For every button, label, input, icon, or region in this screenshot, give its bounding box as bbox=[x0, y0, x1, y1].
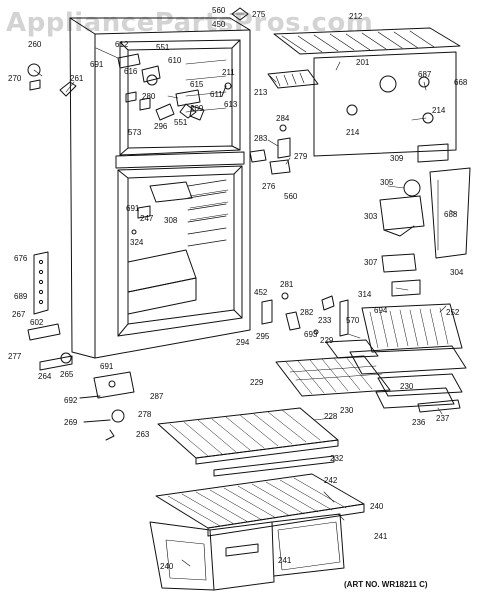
part-label-305: 305 bbox=[380, 178, 394, 187]
part-label-296: 296 bbox=[154, 122, 168, 131]
part-label-240: 240 bbox=[370, 502, 384, 511]
part-label-283: 283 bbox=[254, 134, 268, 143]
part-label-229-b: 229 bbox=[250, 378, 264, 387]
part-label-294: 294 bbox=[236, 338, 250, 347]
part-label-691: 691 bbox=[90, 60, 104, 69]
part-label-692: 692 bbox=[64, 396, 78, 405]
crisper-pans bbox=[149, 513, 345, 591]
part-label-612: 612 bbox=[115, 40, 129, 49]
part-label-214: 214 bbox=[432, 106, 446, 115]
part-label-616: 616 bbox=[124, 67, 138, 76]
glass-shelves-right bbox=[275, 303, 467, 413]
part-label-308: 308 bbox=[164, 216, 178, 225]
part-label-551-b: 551 bbox=[174, 118, 188, 127]
part-label-688: 688 bbox=[444, 210, 458, 219]
part-label-241: 241 bbox=[374, 532, 388, 541]
art-number: (ART NO. WR18211 C) bbox=[344, 580, 428, 589]
part-label-265: 265 bbox=[60, 370, 74, 379]
part-label-309: 309 bbox=[390, 154, 404, 163]
part-label-228: 228 bbox=[324, 412, 338, 421]
part-label-694: 694 bbox=[374, 306, 388, 315]
part-label-264: 264 bbox=[38, 372, 52, 381]
part-label-237: 237 bbox=[436, 414, 450, 423]
top-left-components bbox=[27, 53, 232, 121]
part-label-241-b: 241 bbox=[278, 556, 292, 565]
ice-tray bbox=[267, 69, 319, 89]
part-label-260: 260 bbox=[28, 40, 42, 49]
part-label-232: 232 bbox=[330, 454, 344, 463]
part-label-240-b: 240 bbox=[160, 562, 174, 571]
part-label-269: 269 bbox=[64, 418, 78, 427]
part-label-307: 307 bbox=[364, 258, 378, 267]
part-label-214-b: 214 bbox=[346, 128, 360, 137]
lower-left-parts bbox=[27, 323, 135, 441]
part-label-201: 201 bbox=[356, 58, 370, 67]
part-label-551: 551 bbox=[156, 43, 170, 52]
part-label-229: 229 bbox=[320, 336, 334, 345]
part-label-233: 233 bbox=[318, 316, 332, 325]
small-hardware bbox=[131, 181, 349, 337]
part-label-560-b: 560 bbox=[284, 192, 298, 201]
part-label-691-b: 691 bbox=[126, 204, 140, 213]
part-label-267: 267 bbox=[12, 310, 26, 319]
part-label-230: 230 bbox=[400, 382, 414, 391]
leader-lines bbox=[33, 13, 457, 567]
part-label-209: 209 bbox=[190, 104, 204, 113]
part-label-280: 280 bbox=[142, 92, 156, 101]
part-label-211: 211 bbox=[222, 68, 235, 77]
part-label-668: 668 bbox=[454, 78, 468, 87]
part-label-613: 613 bbox=[224, 100, 238, 109]
part-label-295: 295 bbox=[256, 332, 270, 341]
part-label-615: 615 bbox=[190, 80, 204, 89]
part-label-281: 281 bbox=[280, 280, 294, 289]
part-label-275: 275 bbox=[252, 10, 266, 19]
part-label-303: 303 bbox=[364, 212, 378, 221]
cabinet bbox=[33, 17, 251, 359]
part-label-263: 263 bbox=[136, 430, 150, 439]
part-label-611: 611 bbox=[210, 90, 223, 99]
part-label-212: 212 bbox=[349, 12, 363, 21]
part-label-693: 693 bbox=[304, 330, 318, 339]
part-label-242: 242 bbox=[324, 476, 338, 485]
part-label-314: 314 bbox=[358, 290, 372, 299]
part-label-277: 277 bbox=[8, 352, 22, 361]
part-label-689: 689 bbox=[14, 292, 28, 301]
part-label-676: 676 bbox=[14, 254, 28, 263]
part-label-252: 252 bbox=[446, 308, 460, 317]
part-label-450: 450 bbox=[212, 20, 226, 29]
part-label-236: 236 bbox=[412, 418, 426, 427]
part-label-324: 324 bbox=[130, 238, 144, 247]
part-label-452: 452 bbox=[254, 288, 268, 297]
part-label-247: 247 bbox=[140, 214, 154, 223]
part-label-287: 287 bbox=[150, 392, 164, 401]
crisper-cover-242 bbox=[155, 473, 365, 537]
part-label-230-b: 230 bbox=[340, 406, 354, 415]
part-label-602: 602 bbox=[30, 318, 44, 327]
freezer-wire-shelf bbox=[231, 7, 461, 55]
part-label-270: 270 bbox=[8, 74, 22, 83]
part-label-304: 304 bbox=[450, 268, 464, 277]
part-label-282: 282 bbox=[300, 308, 314, 317]
glass-shelf-228 bbox=[157, 407, 339, 477]
part-label-213: 213 bbox=[254, 88, 268, 97]
part-label-560: 560 bbox=[212, 6, 226, 15]
part-label-691-c: 691 bbox=[100, 362, 114, 371]
part-label-279: 279 bbox=[294, 152, 308, 161]
part-label-573: 573 bbox=[128, 128, 142, 137]
part-label-261: 261 bbox=[70, 74, 84, 83]
part-label-278: 278 bbox=[138, 410, 152, 419]
part-label-610: 610 bbox=[168, 56, 182, 65]
part-label-284: 284 bbox=[276, 114, 290, 123]
part-label-570: 570 bbox=[346, 316, 360, 325]
part-label-276: 276 bbox=[262, 182, 276, 191]
part-label-687: 687 bbox=[418, 70, 432, 79]
evaporator-cover-panel bbox=[313, 51, 457, 157]
